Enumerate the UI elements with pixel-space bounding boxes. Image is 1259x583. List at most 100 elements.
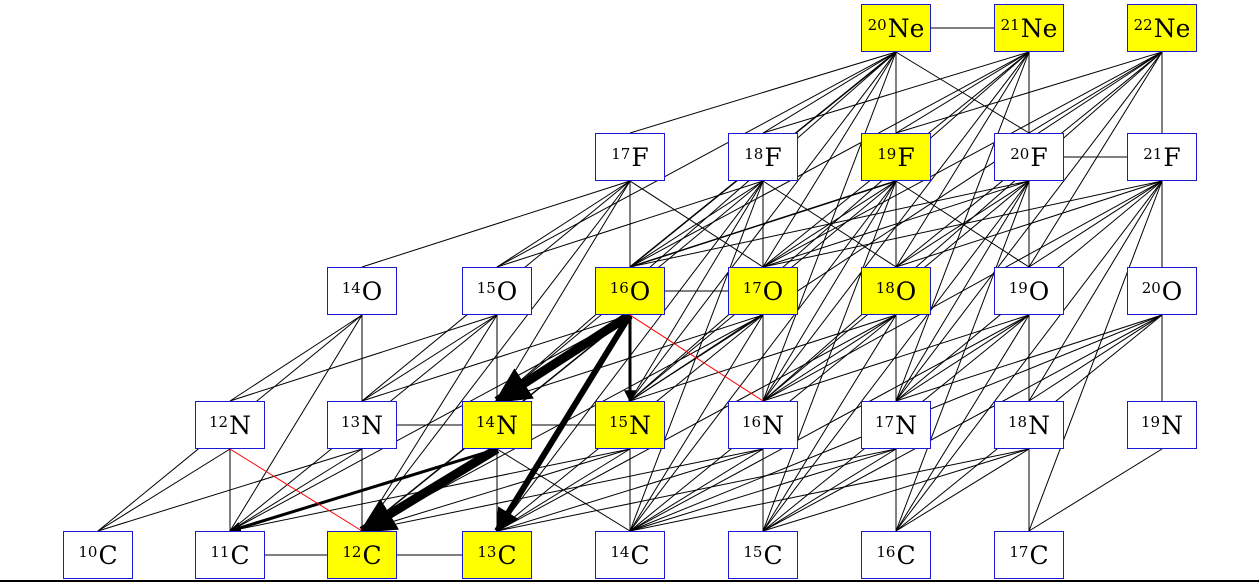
edge-o16-n13 [361,314,631,402]
edge-o18-n15 [629,314,897,402]
edge-f17-o15 [496,180,631,268]
edge-f19-o16 [629,180,897,268]
element-symbol: F [1163,142,1181,172]
edge-ne21-f19 [895,51,1030,134]
edge-f19-c15 [762,180,897,532]
element-symbol: C [630,540,650,570]
edge-f17-n14 [496,180,631,402]
edge-f21-o17 [762,180,1163,268]
element-symbol: Ne [887,13,925,43]
element-symbol: N [1161,410,1183,440]
edge-ne21-n15 [629,51,1030,402]
edge-n18-c14 [629,448,1030,532]
edge-ne20-f17 [629,51,897,134]
edge-o14-c11 [229,314,363,532]
edge-f20-o16 [629,180,1030,268]
edge-n15-c12 [361,448,631,532]
edge-n17-c14 [629,448,897,532]
edge-ne22-f20 [1028,51,1163,134]
edge-o18-n16 [762,314,897,402]
edge-o20-n18 [1028,314,1163,402]
edge-f21-o18 [895,180,1163,268]
bottom-rule [0,580,1259,582]
element-symbol: O [496,276,518,306]
edge-f17-c12 [361,180,631,532]
element-symbol: O [762,276,784,306]
edge-n17-c13 [496,448,897,532]
edge-f20-o17 [762,180,1030,268]
element-symbol: O [895,276,917,306]
edge-o16-c11 [229,314,631,532]
element-symbol: O [629,276,651,306]
edge-n12-c10 [97,448,231,532]
edge-n15-c11 [229,448,631,532]
edge-n13-c10 [97,448,363,532]
element-symbol: O [1161,276,1183,306]
edge-o18-c13 [496,314,897,532]
element-symbol: N [361,410,383,440]
element-symbol: O [1028,276,1050,306]
edge-o15-n13 [361,314,498,402]
element-symbol: N [1028,410,1050,440]
element-symbol: C [362,540,382,570]
edge-o16-n14 [493,311,633,405]
element-symbol: N [229,410,251,440]
edge-ne22-f19 [895,51,1163,134]
edge-n18-c16 [895,448,1030,532]
edge-f18-c14 [629,180,764,532]
edge-ne22-o17 [762,51,1163,268]
element-symbol: C [1029,540,1049,570]
element-symbol: N [629,410,651,440]
edge-o19-n17 [895,314,1030,402]
edge-n14-c11 [228,447,498,534]
edge-o14-n12 [229,314,363,402]
edge-f21-c17 [1028,180,1163,532]
edge-ne20-o15 [496,51,897,268]
edge-ne21-f18 [762,51,1030,134]
edge-f21-n18 [1028,180,1163,402]
edge-o20-c15 [762,314,1163,532]
edge-ne20-n14 [496,51,897,402]
edge-o17-n14 [496,314,764,402]
edge-o20-n17 [895,314,1163,402]
element-symbol: F [764,142,782,172]
element-symbol: N [496,410,518,440]
element-symbol: C [98,540,118,570]
element-symbol: F [897,142,915,172]
element-symbol: N [762,410,784,440]
element-symbol: C [763,540,783,570]
edge-ne22-n16 [762,51,1163,402]
